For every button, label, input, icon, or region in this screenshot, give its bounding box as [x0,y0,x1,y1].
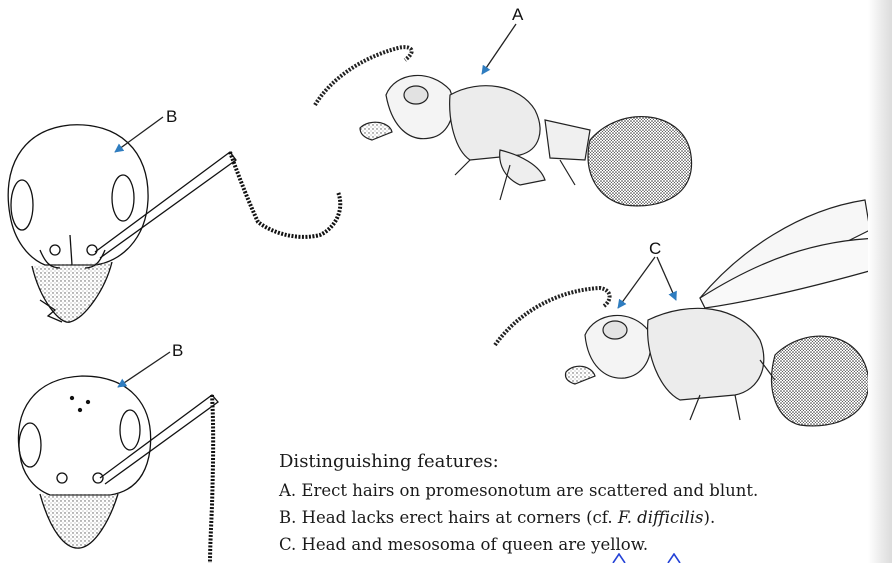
link-marker-icon[interactable] [612,553,626,563]
feature-c: C. Head and mesosoma of queen are yellow… [279,531,859,558]
feature-b-species: F. difficilis [618,508,704,527]
arrow-c-mesosoma [657,257,676,300]
arrow-c-head [618,257,655,308]
feature-a: A. Erect hairs on promesonotum are scatt… [279,477,859,504]
label-b-bottom: B [172,341,183,360]
link-marker-icon[interactable] [667,553,681,563]
feature-b: B. Head lacks erect hairs at corners (cf… [279,504,859,531]
feature-b-text: B. Head lacks erect hairs at corners (cf… [279,508,618,527]
arrow-a [482,24,516,74]
label-b-top: B [166,107,177,126]
distinguishing-features-caption: Distinguishing features: A. Erect hairs … [279,448,859,558]
arrow-b-bottom [118,352,170,387]
worker-head-illustration [8,125,340,322]
queen-ant-side-illustration [495,200,880,426]
feature-b-close: ). [704,508,716,527]
arrow-b-top [115,117,163,152]
label-a: A [512,5,524,24]
queen-head-illustration [18,376,218,563]
label-c: C [649,239,661,258]
caption-title: Distinguishing features: [279,448,859,475]
page-edge-shadow [868,0,892,563]
worker-ant-side-illustration [315,47,692,206]
